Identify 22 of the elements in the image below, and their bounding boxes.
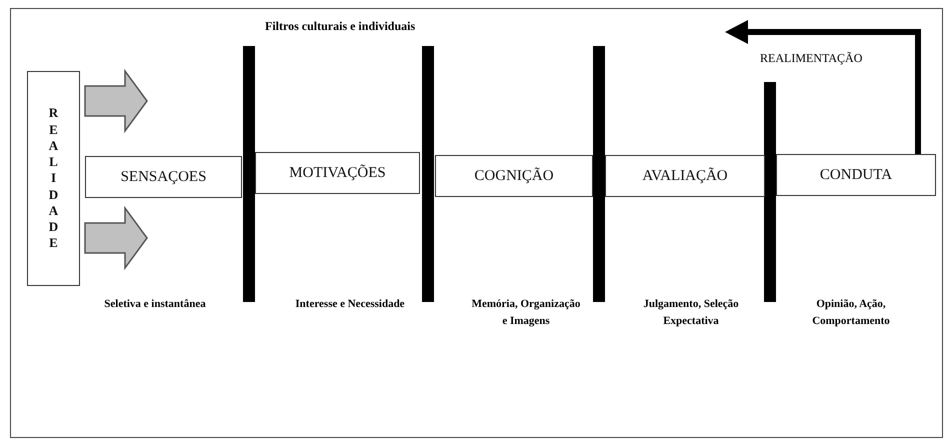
process-box bbox=[776, 154, 936, 196]
stage-description: Opinião, Ação, Comportamento bbox=[811, 297, 891, 330]
stage-description: Seletiva e instantânea bbox=[103, 297, 207, 312]
box-title: MOTIVAÇÕES bbox=[289, 164, 386, 182]
stage-description: Memória, Organização e Imagens bbox=[470, 297, 582, 330]
block-arrow bbox=[84, 206, 148, 270]
stage-description: Julgamento, Seleção Expectativa bbox=[642, 297, 740, 330]
process-box bbox=[27, 71, 80, 286]
process-box bbox=[435, 155, 593, 197]
process-box bbox=[85, 156, 242, 198]
edge-label: REALIMENTAÇÃO bbox=[760, 51, 862, 66]
box-title: AVALIAÇÃO bbox=[642, 168, 728, 184]
block-arrow bbox=[84, 68, 148, 134]
stage-description: Interesse e Necessidade bbox=[294, 297, 406, 312]
process-box bbox=[255, 152, 420, 194]
box-title: CONDUTA bbox=[820, 166, 892, 184]
box-title: SENSAÇOES bbox=[120, 168, 206, 186]
process-box bbox=[605, 155, 765, 197]
box-title: REALIDADE bbox=[48, 105, 60, 252]
filters-heading: Filtros culturais e individuais bbox=[265, 19, 416, 34]
box-title: COGNIÇÃO bbox=[474, 168, 554, 184]
feedback-arrow bbox=[725, 20, 921, 154]
